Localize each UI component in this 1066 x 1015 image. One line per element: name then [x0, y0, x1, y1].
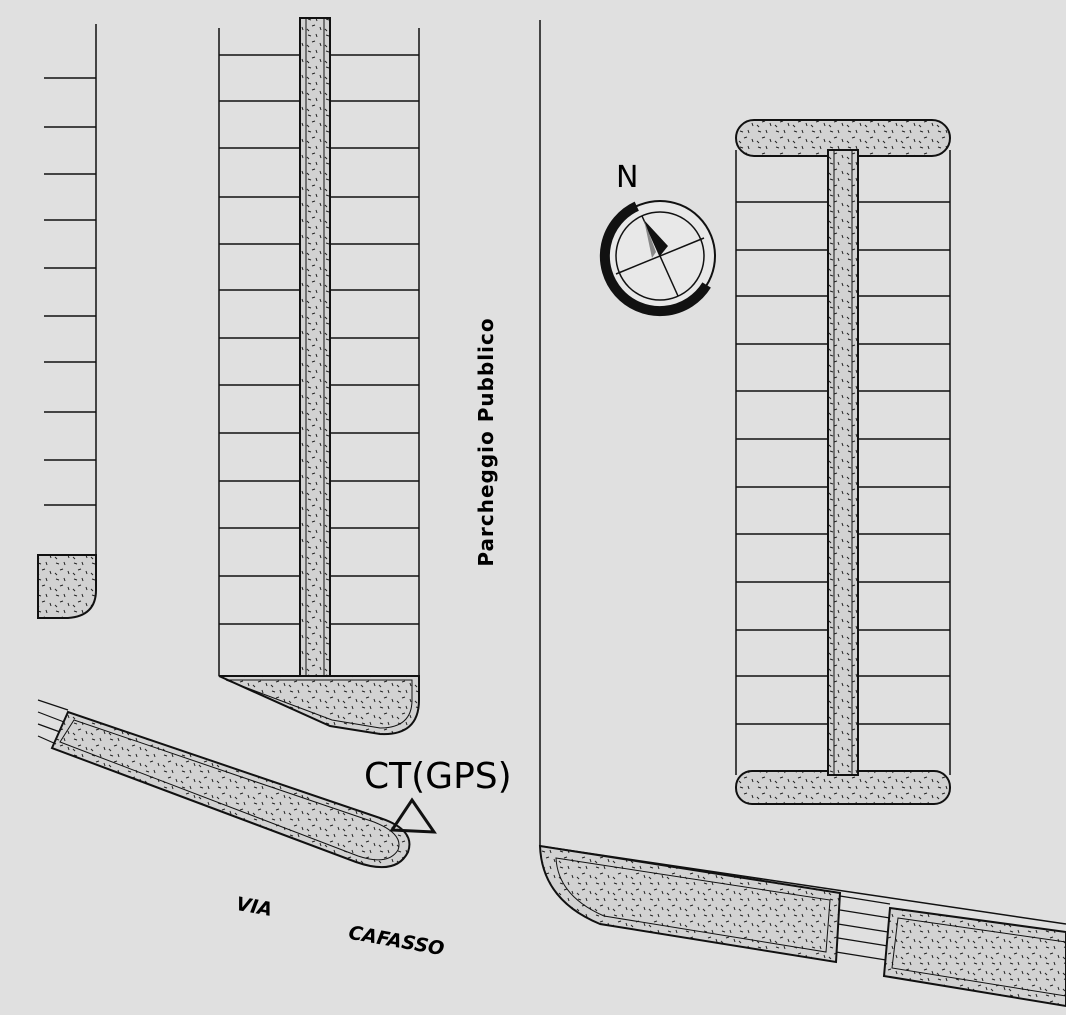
- lower-right-islands: [538, 844, 1066, 1008]
- left-parking-stalls: [44, 24, 97, 555]
- central-parking-block: [218, 28, 420, 676]
- north-label: N: [616, 160, 639, 195]
- triangle-marker-icon: [389, 797, 437, 834]
- central-island-end: [218, 675, 420, 736]
- central-median-strip: [299, 17, 331, 677]
- lower-left-island: [37, 699, 411, 869]
- right-parking-block: [735, 119, 951, 805]
- north-arrow-compass-icon: [599, 200, 716, 317]
- left-island-end: [37, 554, 97, 619]
- parking-label: Parcheggio Pubblico: [474, 317, 498, 567]
- gps-station-label: CT(GPS): [364, 756, 512, 797]
